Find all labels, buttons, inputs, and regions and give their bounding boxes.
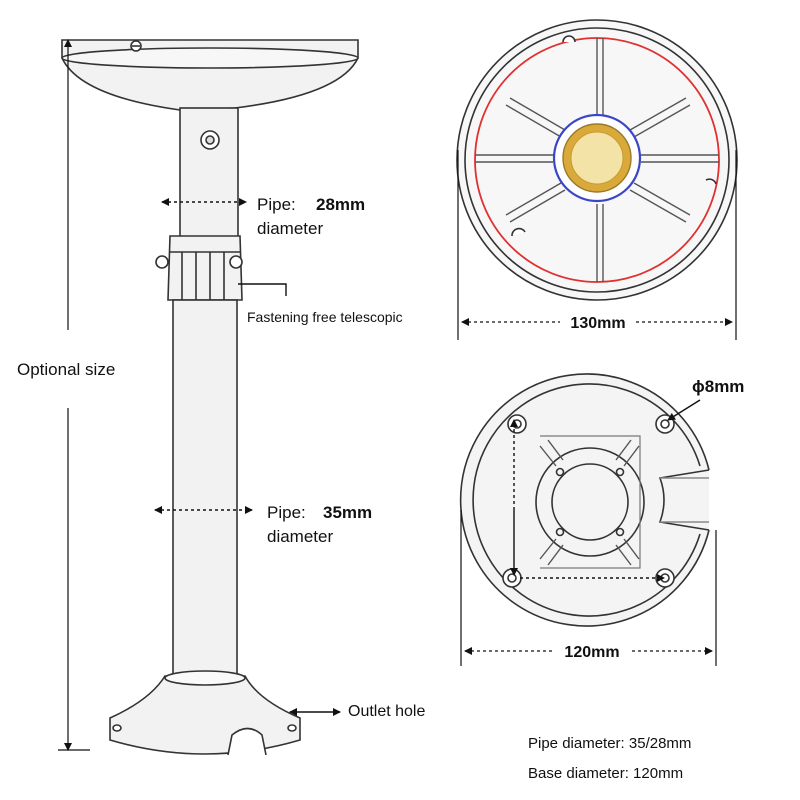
pipe-bottom-diameter: diameter [267, 527, 333, 546]
fastening-callout-line [238, 283, 287, 296]
fastening-label: Fastening free telescopic [247, 309, 403, 325]
pipe-bottom-label: Pipe: [267, 503, 306, 522]
lower-pipe [172, 299, 238, 679]
optional-size-label: Optional size [17, 360, 115, 379]
top-view-spokes [475, 38, 719, 282]
telescopic-collar [155, 235, 243, 301]
upper-pipe [179, 107, 239, 239]
base-flange [109, 670, 301, 756]
base-view-ribs [539, 439, 640, 566]
hole-dim-label: ϕ8mm [692, 377, 744, 396]
pipe-screw-icon [200, 130, 220, 150]
outlet-hole-label: Outlet hole [348, 703, 425, 720]
optional-size-dimension [58, 39, 90, 751]
pipe-top-label: Pipe: [257, 195, 296, 214]
pipe-bottom-size: 35mm [323, 503, 372, 522]
top-view-dim-label: 130mm [570, 315, 625, 332]
spec-base-diameter: Base diameter: 120mm [528, 765, 683, 782]
screw-icon [130, 40, 142, 52]
collar-screw-left-icon [155, 255, 169, 269]
ceiling-plate [61, 39, 359, 111]
base-view-dim-label: 120mm [564, 644, 619, 661]
top-view-dimension [457, 150, 737, 340]
collar-screw-right-icon [229, 255, 243, 269]
spec-pipe-diameter: Pipe diameter: 35/28mm [528, 735, 691, 752]
top-view [456, 19, 738, 301]
base-view [459, 373, 710, 627]
side-view [61, 39, 359, 756]
hole-spacing-dimension [510, 419, 665, 582]
hole-callout-line [667, 399, 701, 421]
base-view-dimension [460, 510, 717, 666]
pipe-top-size: 28mm [316, 195, 365, 214]
pipe-top-diameter: diameter [257, 219, 323, 238]
